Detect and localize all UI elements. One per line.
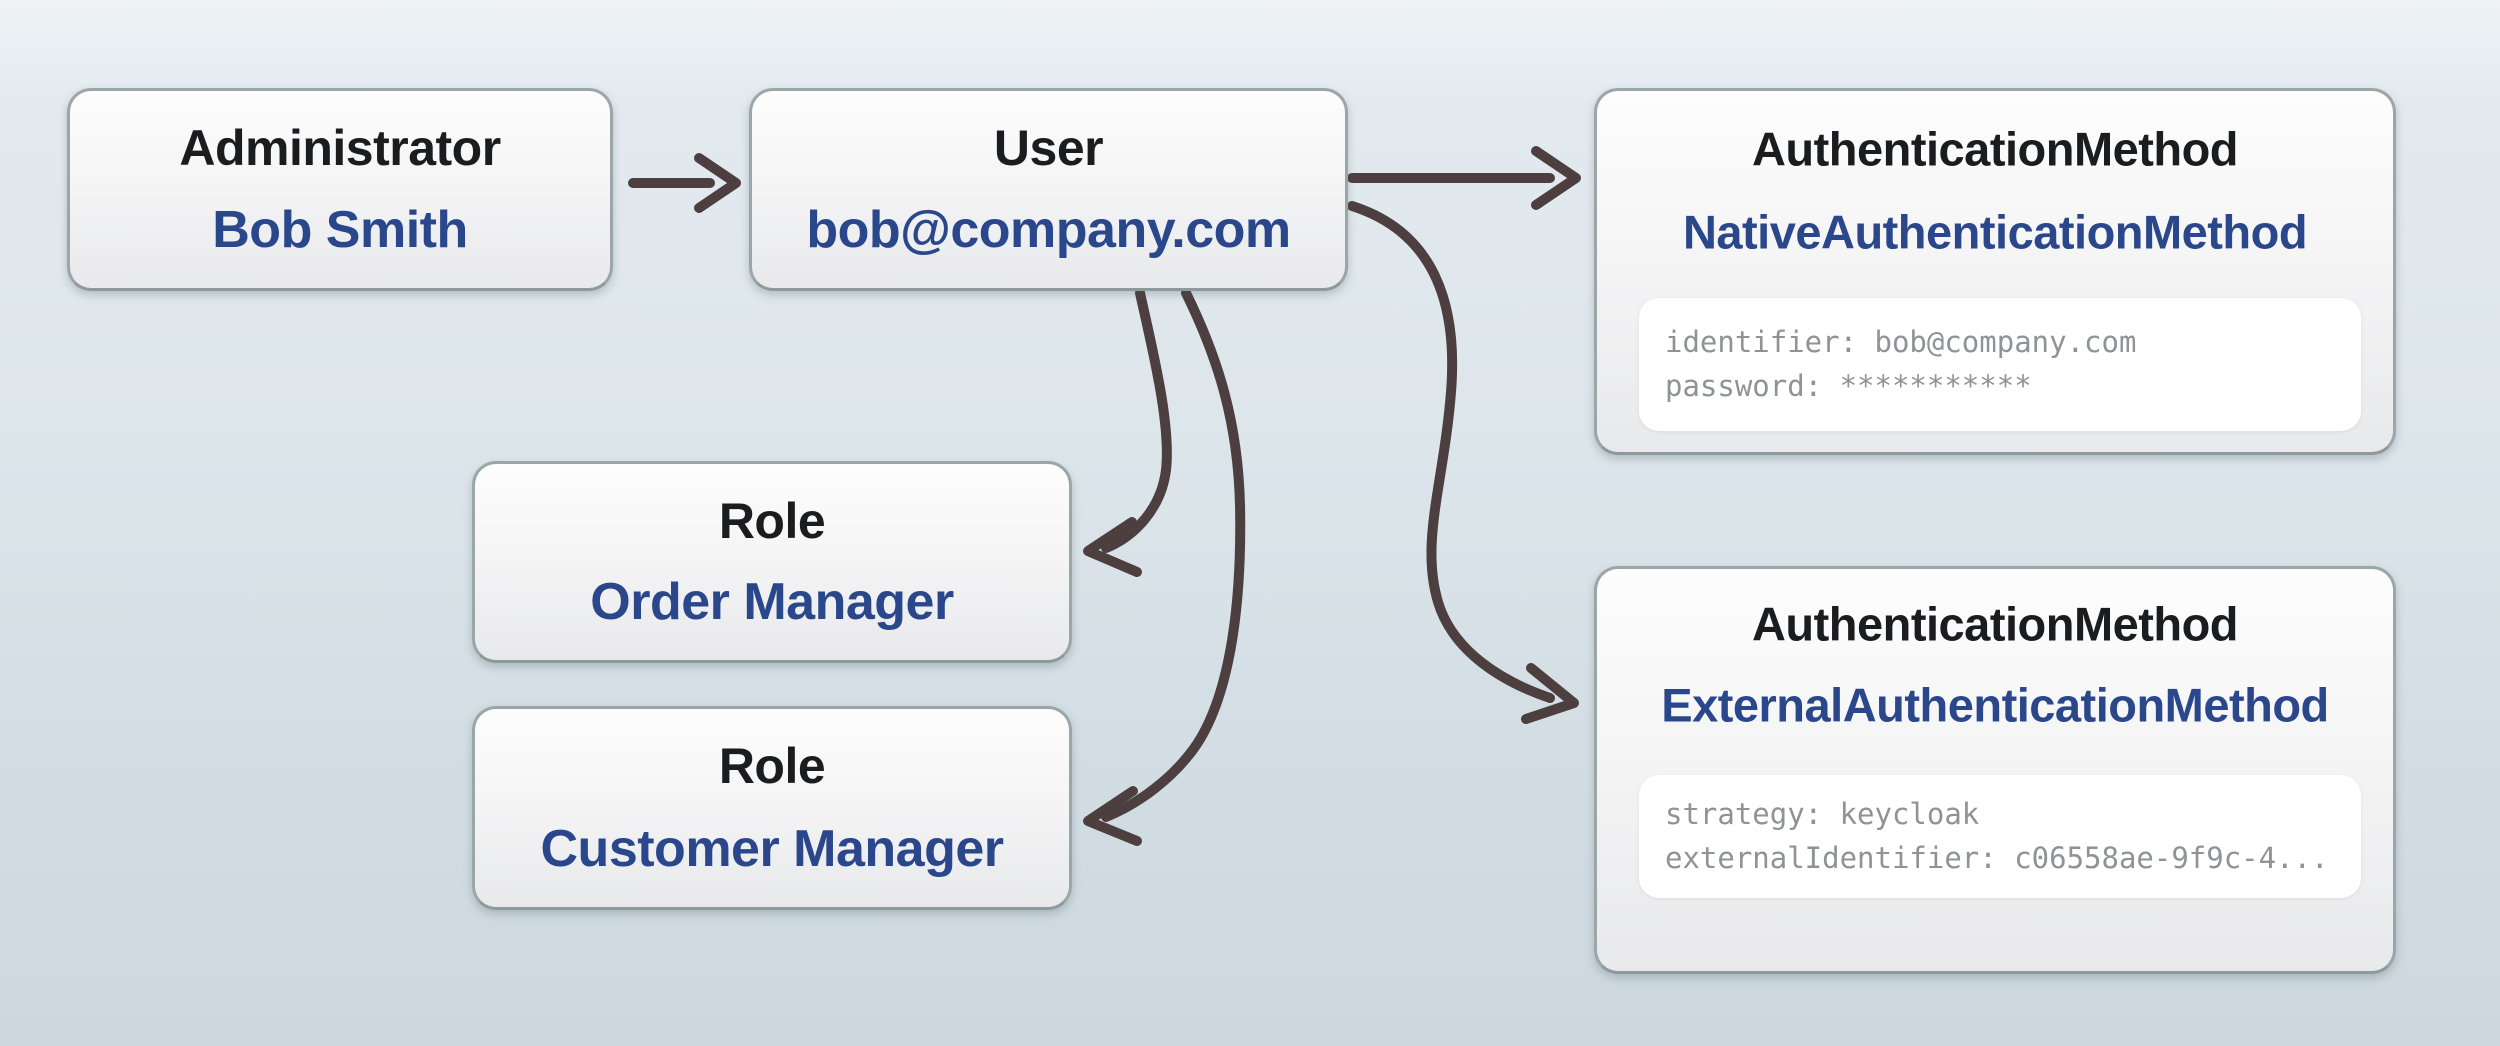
property-line: password: *********** (1665, 369, 2032, 403)
node-type-label: Role (718, 492, 826, 549)
edge-user-to-role-order (1083, 288, 1172, 577)
node-value: Customer Manager (540, 819, 1005, 878)
node-value: ExternalAuthenticationMethod (1661, 678, 2329, 732)
node-type-label: AuthenticationMethod (1751, 597, 2239, 651)
node-value: NativeAuthenticationMethod (1682, 205, 2308, 259)
edge-shaft (1101, 288, 1172, 553)
arrowhead-icon (694, 153, 741, 213)
node-type-label: AuthenticationMethod (1751, 122, 2239, 176)
edge-shaft (1101, 288, 1246, 822)
edge-user-to-role-customer (1083, 288, 1246, 846)
node-role-customer-manager: Role Customer Manager (472, 706, 1072, 910)
node-role-order-manager: Role Order Manager (472, 461, 1072, 663)
property-panel: strategy: keycloak externalIdentifier: c… (1639, 775, 2361, 898)
node-administrator: Administrator Bob Smith (67, 88, 613, 291)
property-panel: identifier: bob@company.com password: **… (1639, 298, 2361, 431)
arrowhead-icon (1531, 146, 1581, 210)
node-type-label: Role (718, 738, 826, 795)
node-authentication-method-external: AuthenticationMethod ExternalAuthenticat… (1594, 566, 2396, 974)
node-value: Order Manager (590, 573, 954, 632)
edge-administrator-to-user (628, 153, 741, 213)
arrowhead-icon (1521, 663, 1579, 724)
node-authentication-method-native: AuthenticationMethod NativeAuthenticatio… (1594, 88, 2396, 455)
edge-user-to-native-auth (1347, 146, 1581, 210)
node-user: User bob@company.com (749, 88, 1348, 291)
node-value: bob@company.com (806, 200, 1291, 259)
property-line: strategy: keycloak (1665, 797, 1980, 831)
edge-shaft (1347, 201, 1555, 703)
arrowhead-icon (1083, 786, 1142, 846)
node-type-label: Administrator (179, 120, 501, 177)
node-type-label: User (993, 120, 1104, 177)
arrowhead-icon (1083, 517, 1142, 577)
edge-user-to-external-auth (1347, 201, 1579, 724)
property-line: identifier: bob@company.com (1665, 325, 2137, 359)
property-line: externalIdentifier: c06558ae-9f9c-4... (1665, 841, 2329, 875)
node-value: Bob Smith (212, 200, 468, 259)
